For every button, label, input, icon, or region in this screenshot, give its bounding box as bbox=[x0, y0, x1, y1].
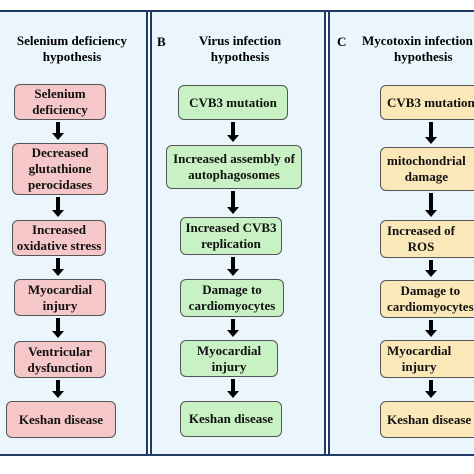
step-text: CVB3 mutation bbox=[387, 94, 474, 110]
panel-c-letter: C bbox=[337, 34, 347, 49]
panel-c-title-line2: hypothesis bbox=[394, 49, 453, 64]
panel-c-step-1: CVB3 mutation bbox=[380, 85, 474, 120]
panel-b-title: Virus infection hypothesis bbox=[180, 33, 300, 65]
panel-c-title: Mycotoxin infection hypothesis bbox=[362, 33, 474, 65]
step-text: Keshan disease bbox=[387, 411, 472, 427]
panel-a-title-line2: hypothesis bbox=[42, 49, 102, 64]
step-text: Keshan disease bbox=[188, 411, 274, 426]
panel-a-title-line1: Selenium deficiency bbox=[16, 33, 128, 48]
panel-b-step-1: CVB3 mutation bbox=[178, 85, 288, 120]
panel-b-title-line1: Virus infection bbox=[198, 33, 282, 48]
panel-b-step-6: Keshan disease bbox=[180, 401, 282, 437]
panel-b-title-line2: hypothesis bbox=[210, 49, 270, 64]
panel-a-title: Selenium deficiency hypothesis bbox=[2, 33, 142, 65]
panel-c-title-line1: Mycotoxin infection bbox=[362, 33, 473, 48]
step-text: CVB3 mutation bbox=[189, 94, 277, 110]
step-text: Keshan disease bbox=[18, 411, 104, 427]
panel-a-step-6: Keshan disease bbox=[6, 401, 116, 438]
panel-b-letter: B bbox=[157, 34, 166, 49]
panel-c-step-6: Keshan disease bbox=[380, 401, 474, 438]
